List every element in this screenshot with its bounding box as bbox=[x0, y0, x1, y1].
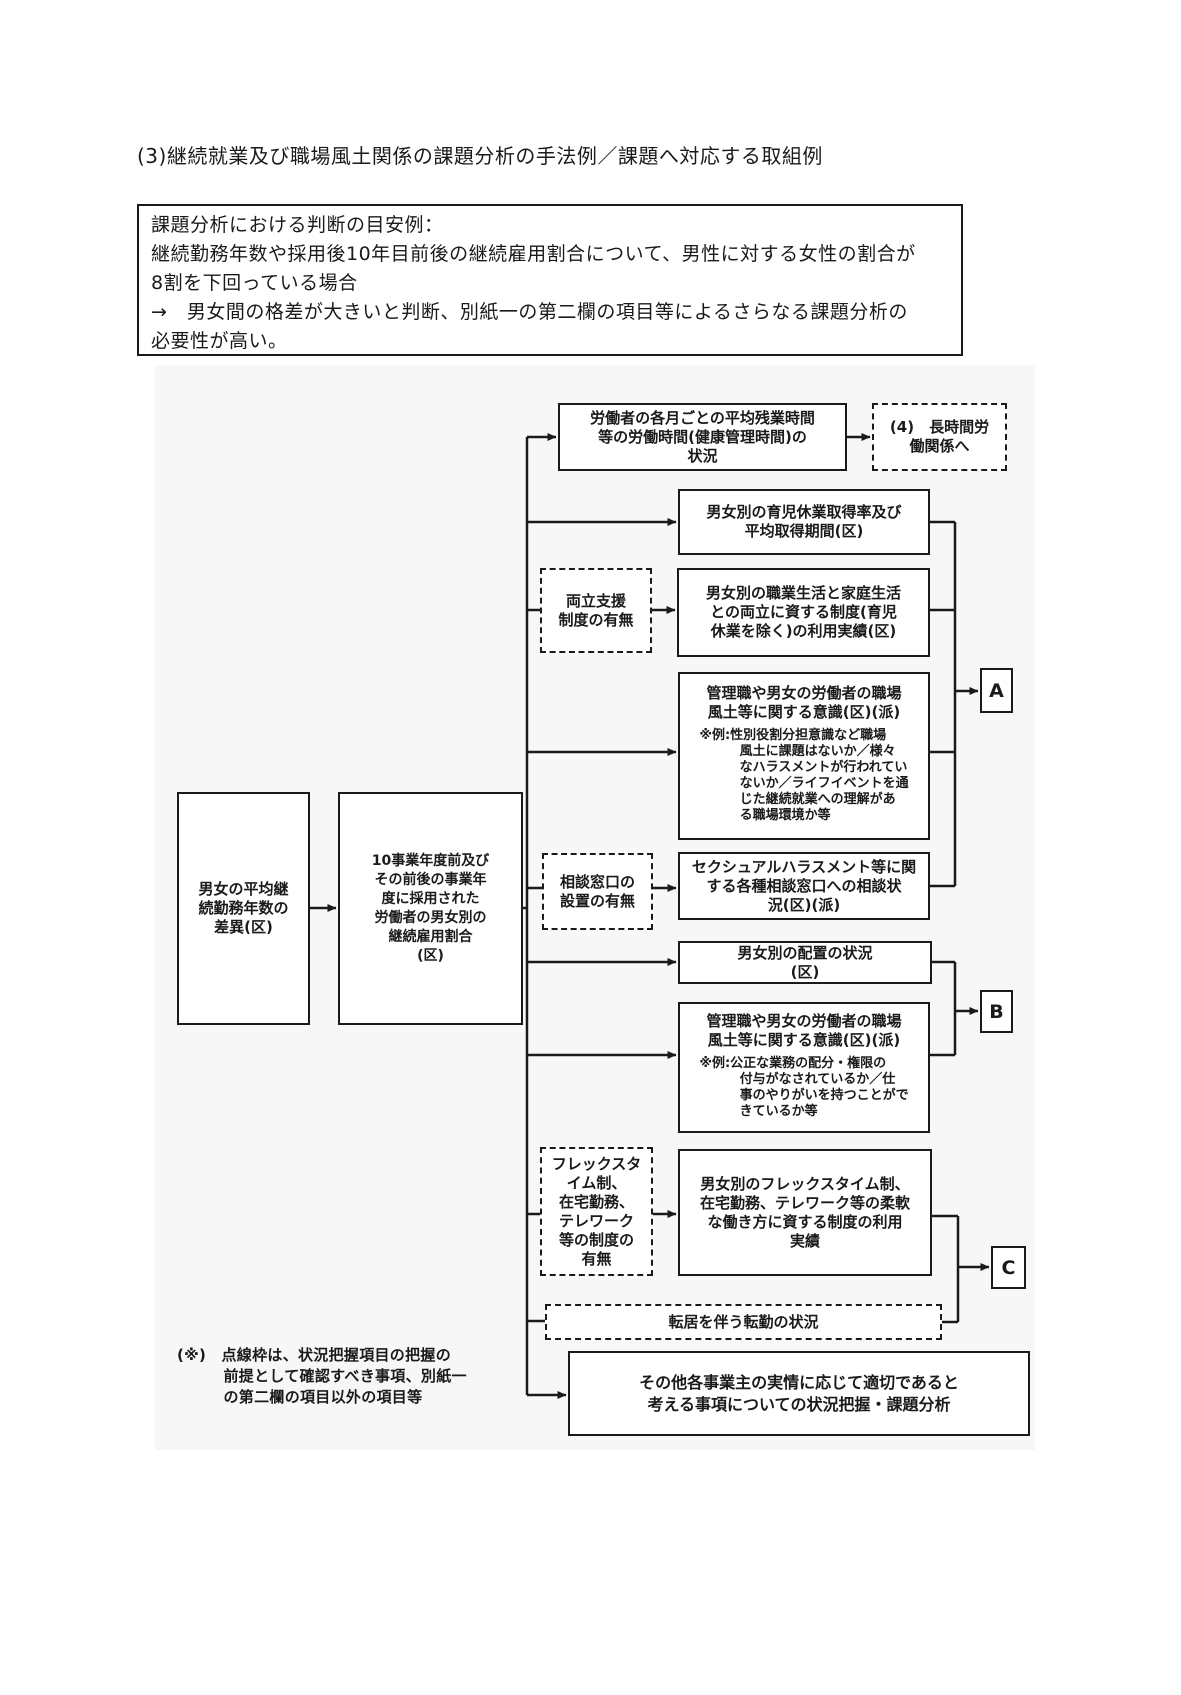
node-other-analysis: その他各事業主の実情に応じて適切であると 考える事項についての状況把握・課題分析 bbox=[568, 1351, 1030, 1436]
node-work-life-balance-use: 男女別の職業生活と家庭生活 との両立に資する制度(育児 休業を除く)の利用実績(… bbox=[677, 568, 930, 657]
output-label-b: B bbox=[980, 990, 1013, 1033]
flow-connectors bbox=[310, 433, 990, 1399]
node-avg-tenure-gap: 男女の平均継 続勤務年数の 差異(区) bbox=[177, 792, 310, 1025]
node-workplace-awareness-1-example: ※例:性別役割分担意識など職場 風土に課題はないか／様々 なハラスメントが行われ… bbox=[699, 728, 909, 823]
node-workplace-awareness-2-example: ※例:公正な業務の配分・権限の 付与がなされているか／仕 事のやりがいを持つこと… bbox=[699, 1056, 909, 1119]
node-retention-ratio: 10事業年度前及び その前後の事業年 度に採用された 労働者の男女別の 継続雇用… bbox=[338, 792, 523, 1025]
flowchart-figure: 男女の平均継 続勤務年数の 差異(区) 10事業年度前及び その前後の事業年 度… bbox=[155, 365, 1035, 1450]
node-childcare-leave: 男女別の育児休業取得率及び 平均取得期間(区) bbox=[678, 489, 930, 555]
guideline-box: 課題分析における判断の目安例： 継続勤務年数や採用後10年目前後の継続雇用割合に… bbox=[137, 204, 963, 356]
node-placement-by-gender: 男女別の配置の状況 (区) bbox=[678, 941, 932, 984]
node-workplace-awareness-1: 管理職や男女の労働者の職場 風土等に関する意識(区)(派) ※例:性別役割分担意… bbox=[678, 672, 930, 840]
node-working-hours: 労働者の各月ごとの平均残業時間 等の労働時間(健康管理時間)の 状況 bbox=[558, 403, 847, 471]
node-to-long-hours-section: (4) 長時間労 働関係へ bbox=[872, 403, 1007, 471]
output-label-a: A bbox=[980, 668, 1013, 713]
node-harassment-consultations: セクシュアルハラスメント等に関 する各種相談窓口への相談状 況(区)(派) bbox=[678, 852, 930, 920]
node-consultation-desk-existence: 相談窓口の 設置の有無 bbox=[542, 853, 653, 930]
node-support-system-existence: 両立支援 制度の有無 bbox=[540, 568, 652, 653]
node-workplace-awareness-1-title: 管理職や男女の労働者の職場 風土等に関する意識(区)(派) bbox=[706, 684, 902, 721]
output-label-c: C bbox=[991, 1246, 1026, 1289]
node-flexible-work-use: 男女別のフレックスタイム制、 在宅勤務、テレワーク等の柔軟 な働き方に資する制度… bbox=[678, 1149, 932, 1276]
node-relocation-transfers: 転居を伴う転勤の状況 bbox=[545, 1304, 942, 1340]
node-workplace-awareness-2: 管理職や男女の労働者の職場 風土等に関する意識(区)(派) ※例:公正な業務の配… bbox=[678, 1002, 930, 1133]
node-flextime-system-existence: フレックスタ イム制、 在宅勤務、 テレワーク 等の制度の 有無 bbox=[540, 1147, 653, 1276]
dashed-frame-note: (※) 点線枠は、状況把握項目の把握の 前提として確認すべき事項、別紙一 の第二… bbox=[177, 1346, 467, 1406]
node-workplace-awareness-2-title: 管理職や男女の労働者の職場 風土等に関する意識(区)(派) bbox=[706, 1012, 902, 1049]
page-title: (3)継続就業及び職場風土関係の課題分析の手法例／課題へ対応する取組例 bbox=[137, 144, 823, 168]
